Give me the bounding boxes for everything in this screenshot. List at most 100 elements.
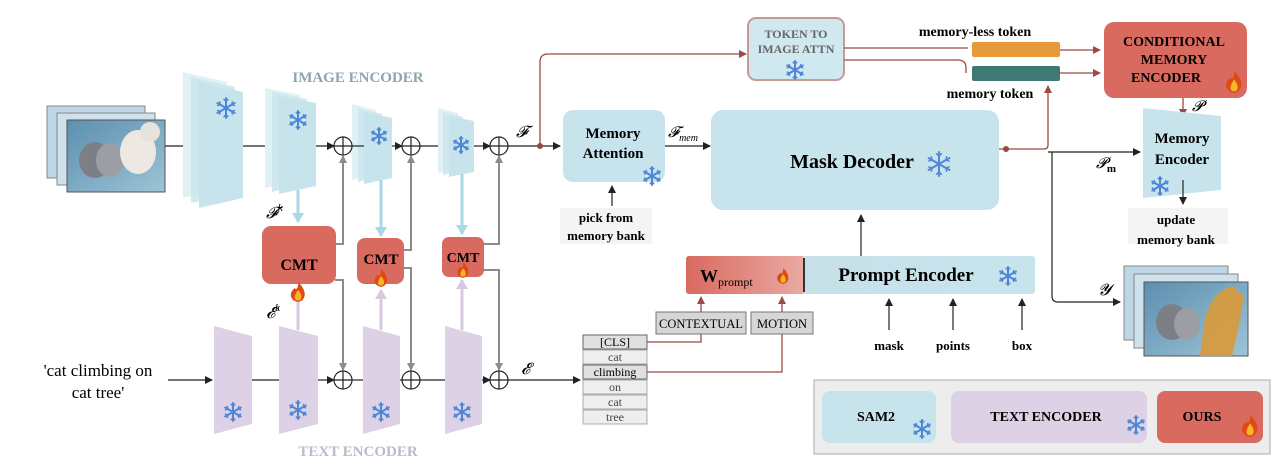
svg-text:TEXT ENCODER: TEXT ENCODER <box>990 410 1102 425</box>
input-image-stack <box>46 105 166 193</box>
svg-text:IMAGE ATTN: IMAGE ATTN <box>758 42 835 56</box>
mask-decoder: Mask Decoder <box>711 110 999 210</box>
snowflake-icon <box>453 402 471 422</box>
token-cat: cat <box>608 350 623 364</box>
input-text: 'cat climbing on cat tree' <box>44 361 153 402</box>
svg-text:Memory: Memory <box>586 126 641 142</box>
memory-encoder: Memory Encoder <box>1143 108 1221 198</box>
svg-text:CONDITIONAL: CONDITIONAL <box>1123 35 1225 50</box>
pick-from-memory-bank: pick from memory bank <box>560 208 652 244</box>
circle-plus-icon <box>333 136 509 156</box>
svg-text:Memory: Memory <box>1155 131 1210 147</box>
decoder-output-red-lines <box>844 59 1052 150</box>
svg-text:'cat climbing on: 'cat climbing on <box>44 361 153 380</box>
text-encoder-block-3 <box>363 326 400 434</box>
text-encoder-title: TEXT ENCODER <box>298 444 418 460</box>
output-y-label: 𝓨 <box>1098 282 1115 299</box>
feature-ek-label: 𝓔k <box>266 302 281 322</box>
snowflake-icon <box>371 127 387 145</box>
image-encoder-block-2 <box>265 88 316 194</box>
cmt-block-3: CMT <box>442 237 484 277</box>
legend-text-encoder <box>951 391 1147 443</box>
svg-text:MOTION: MOTION <box>757 317 807 331</box>
token-to-image-attn: TOKEN TO IMAGE ATTN <box>747 17 845 81</box>
svg-text:TOKEN TO: TOKEN TO <box>764 27 827 41</box>
flame-icon <box>1226 71 1242 93</box>
image-encoder-block-3 <box>352 104 392 184</box>
output-image-stack <box>1123 265 1249 357</box>
prompt-inputs: mask points box <box>874 298 1033 353</box>
snowflake-icon <box>786 60 804 80</box>
motion-box: MOTION <box>750 311 814 335</box>
memory-token-bar <box>972 66 1060 81</box>
pm-label: 𝓟m <box>1096 156 1116 175</box>
text-encoder-block-2 <box>279 326 318 434</box>
svg-text:Encoder: Encoder <box>1155 152 1210 168</box>
snowflake-icon <box>1151 176 1169 196</box>
svg-text:memory bank: memory bank <box>1137 232 1215 247</box>
svg-text:ENCODER: ENCODER <box>1131 71 1202 86</box>
text-encoder-block-4 <box>445 326 482 434</box>
conditional-memory-encoder: CONDITIONAL MEMORY ENCODER <box>1104 22 1247 98</box>
p-label: 𝓟 <box>1192 99 1207 115</box>
feature-fmem-label: 𝓕mem <box>668 125 698 144</box>
memory-attention: Memory Attention <box>563 110 665 182</box>
legend-sam2 <box>822 391 936 443</box>
cmt-block-2: CMT <box>357 238 404 284</box>
w-prompt-label: Wprompt <box>700 266 753 289</box>
text-to-cmt-arrows <box>292 279 468 330</box>
flame-icon <box>290 282 305 302</box>
svg-text:Attention: Attention <box>583 146 644 162</box>
f-to-token-attn-line <box>539 50 747 146</box>
memory-less-token-bar <box>972 42 1060 57</box>
flame-icon <box>374 269 388 287</box>
snowflake-icon <box>289 110 307 130</box>
feature-f-label: 𝓕 <box>516 124 534 141</box>
svg-text:CMT: CMT <box>280 257 318 274</box>
snowflake-icon <box>216 97 236 119</box>
image-encoder-title: IMAGE ENCODER <box>292 70 423 86</box>
snowflake-icon <box>643 166 661 186</box>
svg-text:OURS: OURS <box>1183 410 1222 425</box>
feature-fk-label: 𝓕k <box>266 202 284 222</box>
token-on: on <box>609 380 621 394</box>
update-memory-bank: update memory bank <box>1128 208 1228 247</box>
svg-text:update: update <box>1157 212 1196 227</box>
circle-plus-icon <box>333 370 509 390</box>
legend-ours <box>1157 391 1263 443</box>
svg-text:MEMORY: MEMORY <box>1141 53 1207 68</box>
svg-text:Mask Decoder: Mask Decoder <box>790 151 914 173</box>
snowflake-icon <box>927 151 951 177</box>
token-list: [CLS] cat climbing on cat tree <box>582 334 648 425</box>
decoder-output-lines <box>1048 148 1141 306</box>
token-tree: tree <box>606 410 624 424</box>
memory-less-token-label: memory-less token <box>919 25 1032 40</box>
token-climbing: climbing <box>594 365 637 379</box>
snowflake-icon <box>999 266 1017 286</box>
svg-text:CONTEXTUAL: CONTEXTUAL <box>659 317 743 331</box>
svg-text:CMT: CMT <box>447 251 480 266</box>
cmt-block-1: CMT <box>262 226 336 284</box>
prompt-input-points: points <box>936 338 970 353</box>
feature-e-label: 𝓔 <box>521 361 535 378</box>
w-prompt-box <box>686 256 804 294</box>
token-cat-2: cat <box>608 395 623 409</box>
snowflake-icon <box>453 136 469 154</box>
flame-icon <box>1242 415 1258 437</box>
image-encoder-block-4 <box>438 108 474 177</box>
prompt-input-box: box <box>1012 338 1033 353</box>
cmt-connectors <box>335 155 503 371</box>
svg-text:pick from: pick from <box>579 210 633 225</box>
snowflake-icon <box>289 400 307 420</box>
svg-text:CMT: CMT <box>364 252 399 268</box>
prompt-input-mask: mask <box>874 338 904 353</box>
token-cls: [CLS] <box>600 335 630 349</box>
flame-icon <box>777 268 789 284</box>
svg-text:memory bank: memory bank <box>567 228 645 243</box>
token-connectors <box>647 334 783 373</box>
flame-icon <box>457 262 469 278</box>
svg-text:cat tree': cat tree' <box>72 383 125 402</box>
image-encoder-block-1 <box>183 72 243 208</box>
contextual-box: CONTEXTUAL <box>655 311 747 335</box>
